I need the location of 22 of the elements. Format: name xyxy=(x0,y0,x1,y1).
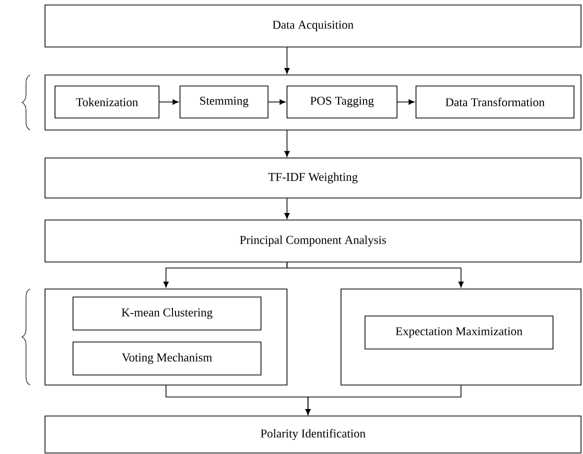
process-box: Tokenization xyxy=(54,86,160,118)
process-box: Stemming xyxy=(180,86,268,118)
arrow xyxy=(286,262,464,288)
process-box: Data Acquisition xyxy=(44,4,582,48)
arrow xyxy=(284,130,290,157)
group-box xyxy=(44,288,288,386)
arrow xyxy=(284,46,290,74)
process-box: K-mean Clustering xyxy=(72,296,262,330)
arrow xyxy=(284,198,290,219)
group-box xyxy=(340,288,582,386)
arrow xyxy=(268,99,286,105)
process-box: Principal Component Analysis xyxy=(44,220,582,262)
arrow xyxy=(305,385,462,415)
process-box: Data Transformation xyxy=(416,86,574,118)
process-box: Polarity Identification xyxy=(44,416,582,454)
process-box: POS Tagging xyxy=(286,86,398,118)
process-box: Voting Mechanism xyxy=(72,342,262,376)
group-box xyxy=(44,74,582,130)
process-box: Expectation Maximization xyxy=(364,316,554,350)
process-box: TF-IDF Weighting xyxy=(44,158,582,198)
arrow xyxy=(159,99,179,105)
arrow xyxy=(397,99,415,105)
